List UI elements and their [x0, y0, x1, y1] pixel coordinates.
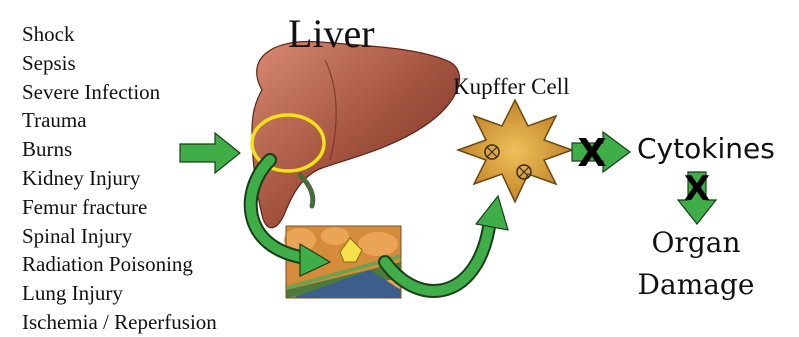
- kupffer-cell-label: Kupffer Cell: [453, 74, 569, 100]
- cytokines-label: Cytokines: [637, 132, 775, 165]
- causes-to-liver-arrow: [180, 133, 240, 173]
- liver-illustration: [252, 42, 460, 228]
- liver-title: Liver: [288, 10, 375, 57]
- organ-damage-line-1: Organ: [627, 222, 765, 264]
- organ-damage-line-2: Damage: [627, 264, 765, 306]
- organ-damage-label: Organ Damage: [627, 222, 765, 306]
- block-x-organ: X: [684, 169, 710, 209]
- block-x-cytokines: X: [577, 131, 606, 175]
- kupffer-cell-icon: [458, 100, 572, 202]
